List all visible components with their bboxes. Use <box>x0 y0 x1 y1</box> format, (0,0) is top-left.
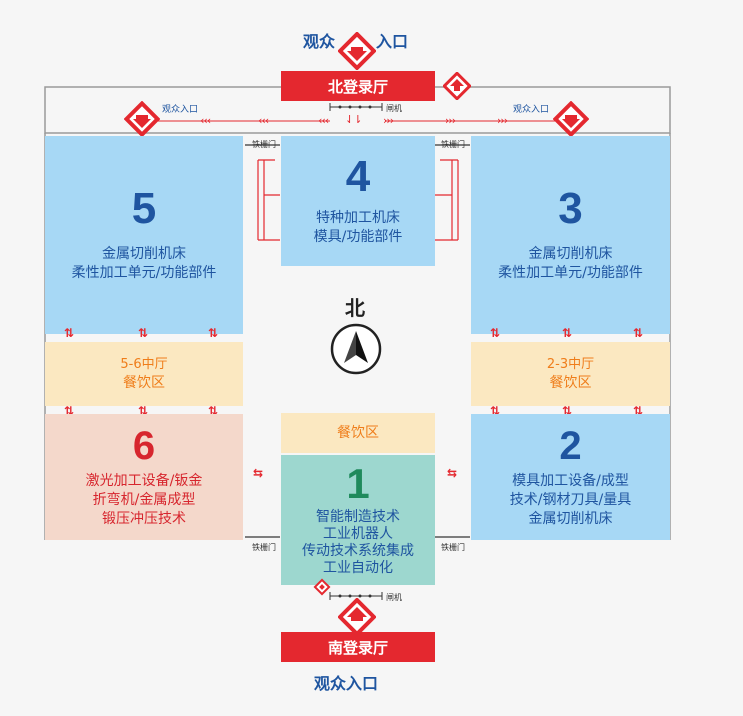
compass-icon <box>330 323 382 375</box>
small-entrance-icon <box>313 578 331 596</box>
right-entrance-label: 观众入口 <box>513 105 550 115</box>
hall-line: 技术/钢材刀具/量具 <box>509 491 632 508</box>
hall-number: 2 <box>559 423 582 468</box>
right-entrance-arrow-icon[interactable] <box>553 101 589 137</box>
updown-arrows-icon: ⇅ <box>64 404 75 418</box>
top-entrance-word-right: 入口 <box>376 32 409 51</box>
turnstile-label-bottom: 闸机 <box>386 593 402 602</box>
hall-number: 4 <box>345 152 371 201</box>
updown-arrows-icon: ⇅ <box>208 326 219 340</box>
updown-arrows-icon: ⇅ <box>138 404 149 418</box>
hall-line: 模具/功能部件 <box>313 229 403 245</box>
north-registration-hall[interactable]: 北登录厅 <box>281 71 435 101</box>
hall-5[interactable]: 5 金属切削机床 柔性加工单元/功能部件 <box>45 136 243 334</box>
top-entrance-arrow-icon[interactable] <box>338 32 376 70</box>
hall-3[interactable]: 3 金属切削机床 柔性加工单元/功能部件 <box>471 136 670 334</box>
flow-arrows-icon: ‹‹‹ <box>200 114 211 127</box>
compass-label: 北 <box>345 296 365 320</box>
hall-line: 模具加工设备/成型 <box>512 472 629 489</box>
hall-line: 传动技术系统集成 <box>302 543 414 559</box>
hall-line: 金属切削机床 <box>528 510 613 527</box>
dining-hall-1[interactable]: 餐饮区 <box>281 413 435 453</box>
hall-number: 3 <box>558 184 583 233</box>
dining-line: 2-3中厅 <box>546 357 595 372</box>
left-entrance-arrow-icon[interactable] <box>124 101 160 137</box>
hall-line: 柔性加工单元/功能部件 <box>498 265 643 281</box>
hall-number: 1 <box>346 460 370 507</box>
dining-line: 5-6中厅 <box>120 357 168 372</box>
turnstile-bottom <box>329 592 383 600</box>
dining-line: 餐饮区 <box>549 375 592 391</box>
flow-arrows-icon: ‹‹‹ <box>258 114 269 127</box>
updown-arrows-icon: ⇅ <box>633 404 644 418</box>
hall-line: 锻压冲压技术 <box>102 510 186 527</box>
updown-arrows-icon: ⇅ <box>208 404 219 418</box>
hall-line: 工业自动化 <box>323 560 393 576</box>
iron-gate-label: 铁栅门 <box>441 543 465 552</box>
dining-label: 餐饮区 <box>337 425 379 441</box>
hall-line: 智能制造技术 <box>316 509 400 525</box>
flow-arrows-icon: ››› <box>383 114 394 127</box>
hall-4[interactable]: 4 特种加工机床 模具/功能部件 <box>281 136 435 266</box>
top-entrance-word-left: 观众 <box>303 32 336 51</box>
hall-line: 特种加工机床 <box>316 210 400 226</box>
flow-arrows-icon: ⇃⇂ <box>345 113 362 126</box>
hall-line: 激光加工设备/钣金 <box>85 472 203 489</box>
flow-arrows-icon: ››› <box>497 114 508 127</box>
updown-arrows-icon: ⇅ <box>562 326 573 340</box>
hall-number: 5 <box>131 184 157 233</box>
hall-1[interactable]: 1 智能制造技术 工业机器人 传动技术系统集成 工业自动化 <box>281 455 435 585</box>
updown-arrows-icon: ⇅ <box>490 326 501 340</box>
dining-5-6[interactable]: 5-6中厅 餐饮区 <box>45 342 243 406</box>
dining-line: 餐饮区 <box>123 375 165 391</box>
iron-gate-label: 铁栅门 <box>252 140 276 149</box>
updown-arrows-icon: ⇅ <box>562 404 573 418</box>
hall-line: 工业机器人 <box>323 526 393 542</box>
hall-line: 折弯机/金属成型 <box>92 491 196 508</box>
updown-arrows-icon: ⇅ <box>490 404 501 418</box>
bottom-entrance-label: 观众入口 <box>314 674 379 693</box>
turnstile-top <box>329 103 383 111</box>
hall-line: 金属切削机床 <box>528 246 613 262</box>
hall-number: 6 <box>132 423 156 468</box>
hall-line: 金属切削机床 <box>102 246 186 262</box>
left-entrance-label: 观众入口 <box>162 105 199 115</box>
south-registration-hall[interactable]: 南登录厅 <box>281 632 435 662</box>
bottom-entrance-arrow-icon[interactable] <box>338 598 376 636</box>
updown-arrows-icon: ⇅ <box>138 326 149 340</box>
iron-gate-label: 铁栅门 <box>252 543 276 552</box>
swap-arrows-icon: ⇆ <box>253 466 264 480</box>
updown-arrows-icon: ⇅ <box>64 326 75 340</box>
hall-line: 柔性加工单元/功能部件 <box>71 265 217 281</box>
hall-2[interactable]: 2 模具加工设备/成型 技术/钢材刀具/量具 金属切削机床 <box>471 414 670 540</box>
iron-gate-label: 铁栅门 <box>441 140 465 149</box>
turnstile-label-top: 闸机 <box>386 104 402 113</box>
flow-arrows-icon: ››› <box>445 114 456 127</box>
hall-6[interactable]: 6 激光加工设备/钣金 折弯机/金属成型 锻压冲压技术 <box>45 414 243 540</box>
updown-arrows-icon: ⇅ <box>633 326 644 340</box>
exit-arrow-icon[interactable] <box>443 72 471 100</box>
swap-arrows-icon: ⇆ <box>447 466 458 480</box>
dining-2-3[interactable]: 2-3中厅 餐饮区 <box>471 342 670 406</box>
flow-arrows-icon: ‹‹‹ <box>318 114 329 127</box>
